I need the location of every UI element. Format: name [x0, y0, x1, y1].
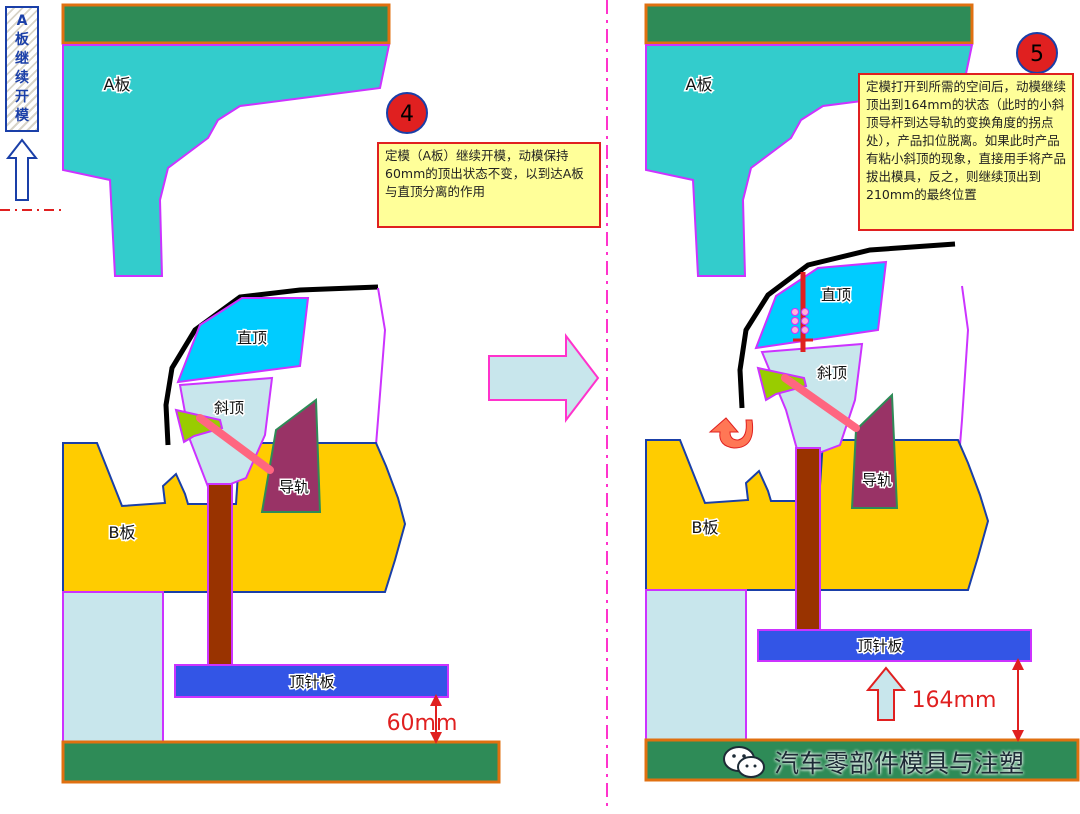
ejector-plate-label: 顶针板: [289, 673, 334, 691]
a-plate-label: A板: [104, 75, 131, 94]
guide-rail-shape: [260, 398, 322, 513]
ejector-rod: [795, 447, 821, 647]
product-inner-wall: [959, 285, 970, 446]
step-4-note: 定模（A板）继续开模，动模保持60mm的顶出状态不变，以到达A板与直顶分离的作用: [377, 142, 601, 228]
angled-guide-rod: [196, 414, 274, 474]
angled-lifter-tip: [174, 408, 224, 444]
dimension-label-60: 60mm: [387, 711, 458, 736]
rod-dots: [791, 308, 809, 334]
straight-lifter-shape: [176, 297, 310, 384]
a-plate-shape: [62, 44, 391, 277]
top-clamp-plate: [644, 3, 974, 45]
top-clamp-plate: [61, 3, 391, 45]
straight-lifter-label: 直顶: [821, 286, 851, 304]
bottom-clamp-plate: [61, 740, 501, 784]
bottom-clamp-plate: [644, 738, 1080, 782]
angled-guide-rod: [781, 374, 860, 432]
product-shape: [163, 284, 379, 446]
straight-lifter-shape: [754, 260, 888, 350]
step-5-note: 定模打开到所需的空间后，动模继续顶出到164mm的状态（此时的小斜顶导杆到达导轨…: [858, 73, 1074, 231]
angled-lifter-label: 斜顶: [214, 399, 244, 417]
left-panel: 4 A板 直顶 斜顶 导轨 B板 顶针板 60mm: [0, 3, 501, 784]
angled-lifter-shape: [760, 342, 864, 462]
guide-rail-label: 导轨: [279, 478, 309, 496]
transition-arrow: [488, 333, 600, 423]
watermark-text: 汽车零部件模具与注塑: [774, 749, 1025, 778]
product-inner-wall: [375, 287, 387, 446]
support-pillar: [645, 589, 747, 741]
step-5-note-text: 定模打开到所需的空间后，动模继续顶出到164mm的状态（此时的小斜顶导杆到达导轨…: [866, 79, 1067, 202]
guide-rail-label: 导轨: [862, 471, 892, 489]
a-plate-label: A板: [686, 75, 713, 94]
product-shape: [737, 241, 956, 409]
ejection-direction-arrow: [865, 666, 907, 721]
step-5-number: 5: [1030, 42, 1044, 67]
step-4-number: 4: [400, 102, 414, 127]
ejector-plate-shape: [174, 664, 449, 698]
angled-lifter-tip: [756, 366, 808, 402]
ejector-plate-label: 顶针板: [857, 637, 902, 655]
dimension-label-164: 164mm: [912, 688, 997, 713]
vertical-open-label: A板继续开模: [5, 6, 39, 132]
vertical-open-label-text: A板继续开模: [15, 13, 29, 124]
straight-lifter-label: 直顶: [237, 329, 267, 347]
right-panel: 5 A板 直顶 斜顶 导轨 B板 顶针板 164mm: [644, 3, 1080, 782]
step-4-circle: [386, 92, 428, 134]
open-direction-arrow: [5, 138, 39, 201]
guide-rail-shape: [850, 392, 899, 509]
b-plate-label: B板: [692, 518, 719, 537]
support-pillar: [62, 591, 164, 743]
rotation-arrow: [708, 417, 754, 449]
b-plate-label: B板: [109, 523, 136, 542]
step-4-note-text: 定模（A板）继续开模，动模保持60mm的顶出状态不变，以到达A板与直顶分离的作用: [385, 148, 584, 199]
watermark: 汽车零部件模具与注塑: [722, 740, 1024, 784]
wechat-icon: [723, 746, 765, 778]
angled-lifter-label: 斜顶: [817, 364, 847, 382]
ejector-rod: [207, 483, 233, 685]
ejector-plate-shape: [757, 629, 1032, 662]
